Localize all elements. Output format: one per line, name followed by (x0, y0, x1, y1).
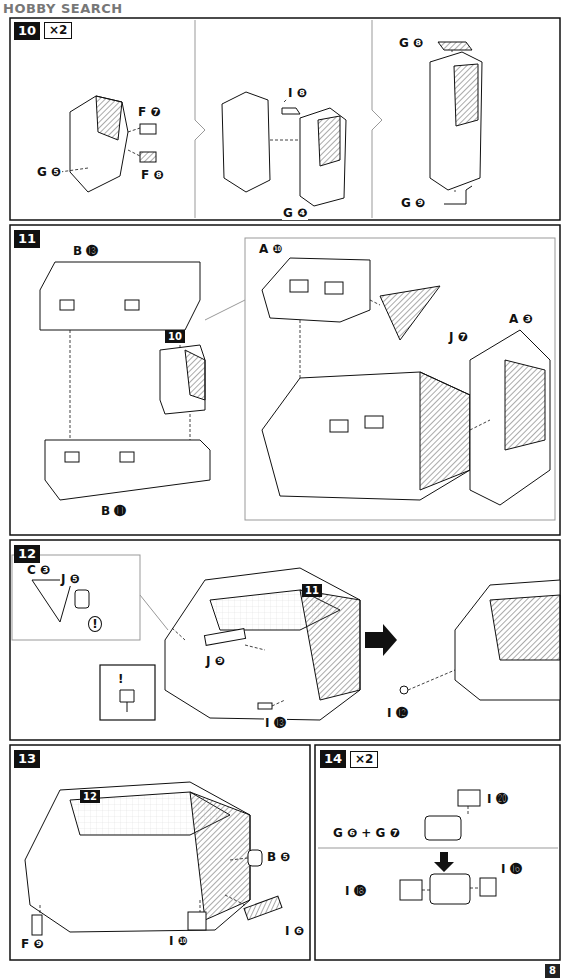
part-label: I ❿ (168, 934, 189, 948)
part-label: F ❽ (140, 168, 165, 182)
step-text: 10 (18, 23, 36, 38)
part-label: I ❽ (287, 86, 308, 100)
subassembly-ref: 11 (302, 584, 322, 597)
part-label: B ⓫ (100, 504, 127, 518)
step-number: 13 (14, 750, 40, 768)
part-label: F ❾ (20, 937, 45, 951)
part-label: G ❽ (398, 36, 424, 50)
step-text: ×2 (355, 752, 373, 766)
part-label: I ⓰ (500, 862, 523, 876)
part-label: G ❹ (282, 206, 308, 220)
step-text: ×2 (49, 23, 67, 37)
step-number: 10 (14, 22, 40, 40)
part-label: B ⓭ (72, 244, 99, 258)
quantity-box: ×2 (44, 22, 72, 39)
part-label: ! (117, 672, 124, 686)
step-text: 14 (324, 751, 342, 766)
step-text: 12 (83, 791, 97, 802)
part-label: G ❾ (400, 196, 426, 210)
step-text: 11 (18, 231, 36, 246)
part-label: F ❼ (137, 105, 162, 119)
part-label: J ❾ (205, 654, 226, 668)
step-text: 11 (305, 585, 319, 596)
step-number: 12 (14, 545, 40, 563)
part-label: I ⓭ (264, 716, 287, 730)
watermark: HOBBY SEARCH (2, 2, 124, 16)
part-label: I ⓲ (344, 884, 367, 898)
part-label: B ❺ (266, 850, 291, 864)
page-number: 8 (545, 964, 560, 978)
step-number: 14 (320, 750, 346, 768)
step-text: 10 (168, 331, 182, 342)
part-label: G ❺ (36, 165, 62, 179)
part-label: ! (88, 616, 102, 632)
quantity-box: ×2 (350, 751, 378, 768)
subassembly-ref: 12 (80, 790, 100, 803)
subassembly-ref: 10 (165, 330, 185, 343)
part-label: A ❿ (258, 242, 284, 256)
part-label: I ⓴ (486, 792, 509, 806)
part-label: J ❺ (60, 572, 81, 586)
step-text: 12 (18, 546, 36, 561)
step-number: 11 (14, 230, 40, 248)
part-label: C ❸ (26, 563, 51, 577)
part-label: I ❻ (284, 924, 305, 938)
part-label: I ⓬ (386, 706, 409, 720)
part-label: G ❻ + G ❼ (332, 826, 401, 840)
part-label: A ❸ (508, 312, 534, 326)
step-text: 13 (18, 751, 36, 766)
part-label: J ❼ (448, 330, 469, 344)
